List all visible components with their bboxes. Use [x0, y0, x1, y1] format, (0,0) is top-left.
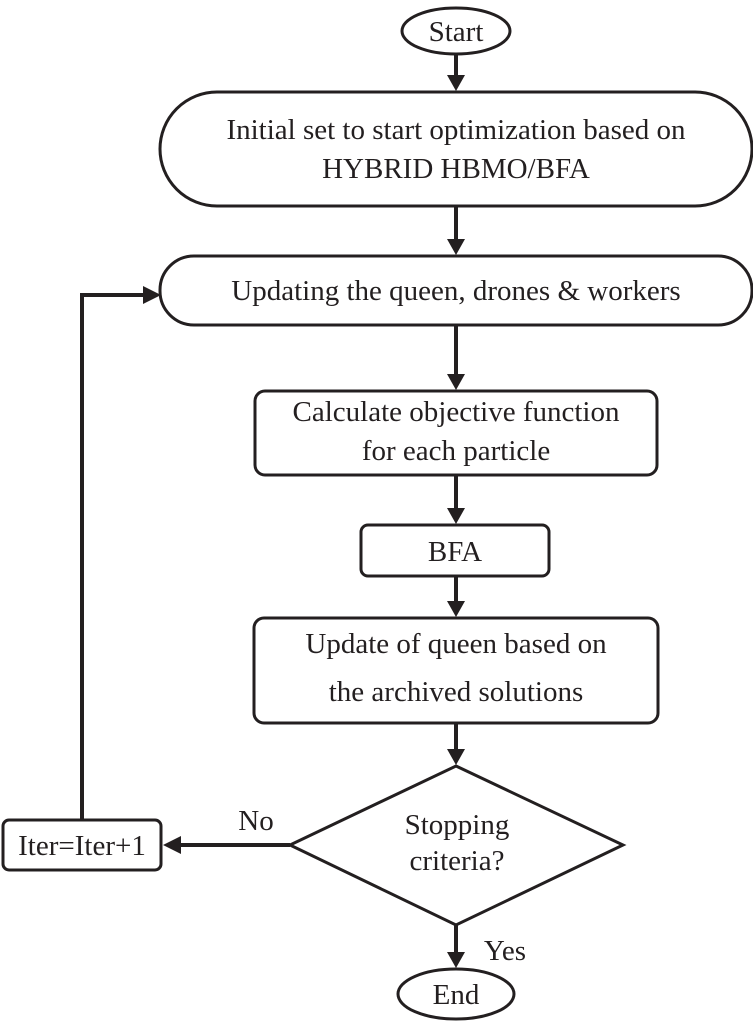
iter-node: Iter=Iter+1 [1, 818, 163, 872]
arrowhead-calc-bfa [447, 508, 465, 524]
init-label-line1: Initial set to start optimization based … [226, 114, 686, 146]
update-qdw-shape [158, 254, 753, 327]
init-node: Initial set to start optimization based … [158, 90, 753, 208]
edge-label-yes: Yes [484, 935, 526, 967]
calc-label-line2: for each particle [362, 435, 550, 467]
update-qdw-node: Updating the queen, drones & workers [158, 254, 753, 327]
edge-label-no: No [238, 805, 273, 837]
bfa-node: BFA [359, 523, 551, 578]
start-terminal [400, 6, 512, 56]
end-terminal [396, 967, 516, 1021]
start-label: Start [429, 16, 484, 48]
arrowhead-updatequeen-decision [447, 749, 465, 765]
decision-label-line1: Stopping [405, 809, 510, 841]
arrowhead-decision-end [447, 952, 465, 968]
decision-label-line2: criteria? [410, 845, 505, 877]
arrowhead-update-calc [447, 374, 465, 390]
update-queen-node: Update of queen based on the archived so… [252, 616, 660, 725]
arrowhead-loop-update [143, 286, 161, 304]
init-label-line2: HYBRID HBMO/BFA [322, 153, 590, 185]
arrowhead-bfa-updatequeen [447, 601, 465, 617]
iter-label: Iter=Iter+1 [18, 830, 146, 862]
arrowhead-decision-iter [163, 836, 181, 854]
update-queen-label-line2: the archived solutions [329, 676, 584, 708]
connectors [80, 54, 465, 968]
start-node: Start [400, 6, 512, 56]
update-queen-label-line1: Update of queen based on [305, 628, 607, 660]
calc-process-box [253, 389, 659, 477]
update-queen-box [252, 616, 660, 725]
calc-node: Calculate objective function for each pa… [253, 389, 659, 477]
decision-node: Stopping criteria? [286, 764, 627, 927]
end-node: End [396, 967, 516, 1021]
arrowhead-init-update [447, 239, 465, 255]
arrow-iter-loop-back [80, 293, 146, 819]
init-process-shape [158, 90, 753, 208]
iter-process-box [1, 818, 163, 872]
bfa-process-box [359, 523, 551, 578]
bfa-label: BFA [428, 536, 482, 568]
arrowhead-start-init [447, 75, 465, 91]
update-qdw-label: Updating the queen, drones & workers [231, 275, 680, 307]
calc-label-line1: Calculate objective function [293, 396, 620, 428]
end-label: End [433, 979, 480, 1011]
decision-diamond [286, 764, 627, 927]
